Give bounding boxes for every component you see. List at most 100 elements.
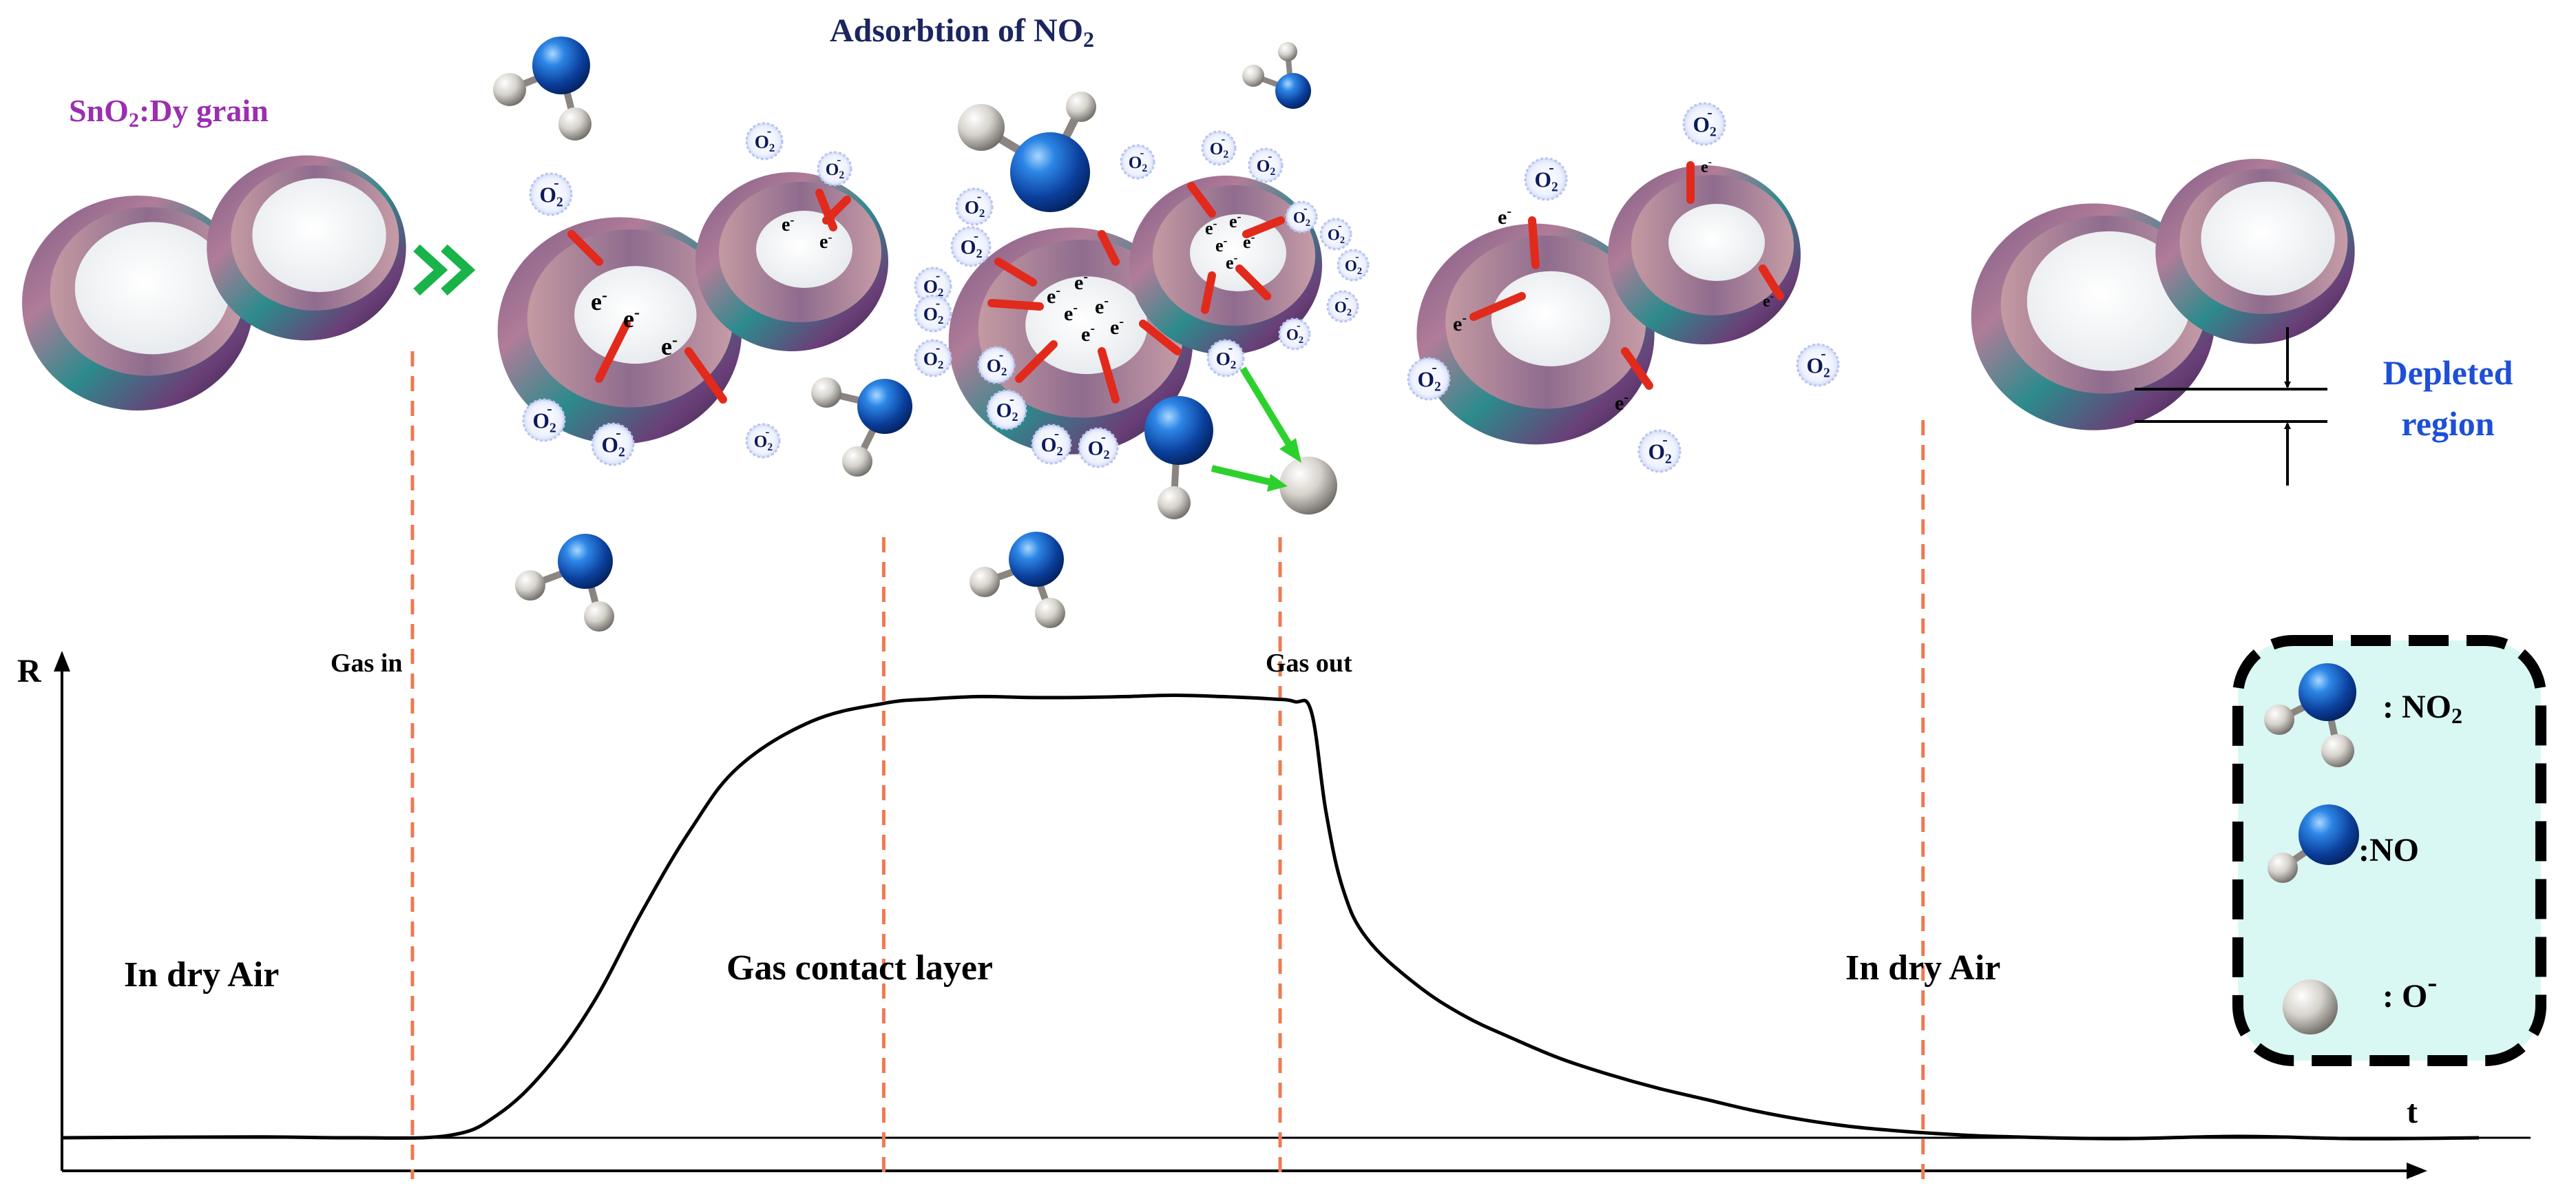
adsorbed-oxygen-icon: O2- <box>950 226 992 267</box>
phase-label-dry-air: In dry Air <box>1845 948 2000 988</box>
grain-right <box>207 155 406 341</box>
gas-in-label: Gas in <box>331 649 403 678</box>
adsorbed-oxygen-icon: O2- <box>1407 357 1451 401</box>
adsorbed-oxygen-icon: O2- <box>1682 102 1726 146</box>
adsorbed-oxygen-icon: O2- <box>529 172 573 216</box>
oxygen-ion-symbol: O2- <box>961 227 983 260</box>
electron-symbol: e- <box>1110 314 1124 339</box>
oxygen-ion-symbol: O2- <box>923 269 944 299</box>
diagram-title: Adsorbtion of NO2 <box>830 12 1094 52</box>
oxygen-ion-symbol: O2- <box>923 342 944 371</box>
electron-symbol: e- <box>1498 204 1511 229</box>
adsorbed-oxygen-icon: O2- <box>955 187 994 226</box>
oxygen-ion-symbol: O2- <box>754 424 773 453</box>
oxygen-ion-symbol: O2- <box>1328 219 1345 246</box>
adsorbed-oxygen-icon: O2- <box>1337 249 1370 282</box>
no2-molecule-icon <box>1144 396 1213 519</box>
oxygen-ion-symbol: O2- <box>1807 344 1830 380</box>
oxygen-ion-symbol: O2- <box>1648 430 1672 466</box>
electron-labels: e- e- e- e- e- <box>1453 156 1774 415</box>
electron-symbol: e- <box>1701 156 1712 176</box>
chevron-arrow-icon <box>413 244 476 296</box>
oxygen-ion-symbol: O2- <box>1293 202 1310 229</box>
oxygen-ion-symbol: O2- <box>1286 319 1303 346</box>
no2-molecule-icon <box>811 377 912 477</box>
oxygen-ion-symbol: O2- <box>1535 158 1558 194</box>
electron-symbol: e- <box>1243 230 1255 252</box>
adsorbed-oxygen-group: O2-O2-O2-O2-O2-O2-O2-O2-O2-O2-O2-O2-O2-O… <box>522 102 1840 473</box>
electron-labels: e- e- e- e- e- <box>591 213 832 360</box>
oxygen-ion-symbol: O2- <box>755 125 775 154</box>
adsorbed-oxygen-icon: O2- <box>914 339 952 377</box>
legend-no-icon <box>2268 804 2359 883</box>
adsorbed-oxygen-icon: O2- <box>522 398 566 442</box>
electron-symbol: e- <box>1064 300 1078 325</box>
no2-molecule-icon <box>515 534 614 632</box>
oxygen-ion-icon <box>1279 457 1337 514</box>
adsorbed-oxygen-icon: O2- <box>1285 200 1318 233</box>
electron-symbol: e- <box>1615 390 1629 415</box>
grain-right <box>695 172 888 351</box>
adsorbed-oxygen-icon: O2- <box>986 389 1027 430</box>
y-axis-label: R <box>17 653 42 689</box>
electron-arrows <box>987 182 1285 404</box>
depleted-region-label: Depleted <box>2383 353 2513 392</box>
no2-molecule-icon <box>970 532 1065 628</box>
adsorbed-oxygen-icon: O2- <box>1078 427 1119 468</box>
grain-label: SnO2:Dy grain <box>69 93 269 132</box>
response-curve <box>61 693 2480 1141</box>
oxygen-ion-symbol: O2- <box>1693 103 1717 139</box>
adsorbed-oxygen-icon: O2- <box>745 122 784 160</box>
oxygen-ion-symbol: O2- <box>987 348 1007 378</box>
y-axis-arrowhead <box>54 651 70 672</box>
electron-symbol: e- <box>1205 216 1217 238</box>
depleted-region-label: region <box>2401 404 2494 443</box>
electron-symbol: e- <box>1453 311 1467 335</box>
oxygen-ion-symbol: O2- <box>602 424 625 459</box>
electron-symbol: e- <box>661 331 678 360</box>
electron-arrows <box>1469 161 1784 390</box>
electron-symbol: e- <box>782 213 794 236</box>
adsorbed-oxygen-icon: O2- <box>914 267 952 305</box>
adsorbed-oxygen-icon: O2- <box>1120 144 1155 180</box>
depleted-region-marker <box>2135 327 2327 486</box>
adsorbed-oxygen-icon: O2- <box>1248 147 1284 183</box>
legend-oxygen-ion-icon <box>2283 979 2338 1034</box>
electron-symbol: e- <box>591 287 607 315</box>
adsorbed-oxygen-icon: O2- <box>1206 339 1245 377</box>
phase-label-dry-air: In dry Air <box>124 955 279 995</box>
oxygen-ion-symbol: O2- <box>1418 358 1441 394</box>
adsorbed-oxygen-icon: O2- <box>1326 290 1359 323</box>
x-axis-arrowhead <box>2407 1163 2427 1179</box>
grain-right <box>1608 165 1801 344</box>
electron-symbol: e- <box>1215 233 1228 256</box>
adsorbed-oxygen-icon: O2- <box>1319 218 1352 251</box>
grain-right <box>2155 158 2355 344</box>
electron-labels: e- e- e- e- e- e- e- e- e- e- e- <box>1047 209 1255 346</box>
adsorbed-oxygen-icon: O2- <box>1796 343 1840 387</box>
resistance-chart: R t Gas in Gas out In dry Air Gas contac… <box>17 351 2531 1179</box>
legend-o-label: : O- <box>2383 967 2437 1014</box>
adsorbed-oxygen-icon: O2- <box>1278 318 1311 351</box>
adsorbed-oxygen-icon: O2- <box>914 294 952 333</box>
oxygen-ion-symbol: O2- <box>540 174 563 209</box>
adsorbed-oxygen-icon: O2- <box>817 151 852 187</box>
oxygen-ion-symbol: O2- <box>923 297 944 326</box>
oxygen-ion-symbol: O2- <box>1041 425 1063 458</box>
phase-dividers <box>410 351 1925 1179</box>
adsorbed-oxygen-icon: O2- <box>591 422 635 466</box>
no2-molecule-icon <box>1242 42 1311 109</box>
oxygen-ion-symbol: O2- <box>1345 250 1362 277</box>
oxygen-ion-symbol: O2- <box>533 399 556 435</box>
electron-arrows <box>567 189 851 404</box>
x-axis-label: t <box>2407 1094 2418 1130</box>
oxygen-ion-symbol: O2- <box>826 152 845 181</box>
electron-symbol: e- <box>1095 293 1109 318</box>
electron-symbol: e- <box>1229 209 1242 231</box>
adsorbed-oxygen-icon: O2- <box>745 423 781 459</box>
oxygen-ion-symbol: O2- <box>1088 428 1110 461</box>
oxygen-ion-symbol: O2- <box>1210 132 1229 160</box>
adsorbed-oxygen-icon: O2- <box>1031 424 1072 465</box>
legend-box <box>2232 635 2546 1066</box>
